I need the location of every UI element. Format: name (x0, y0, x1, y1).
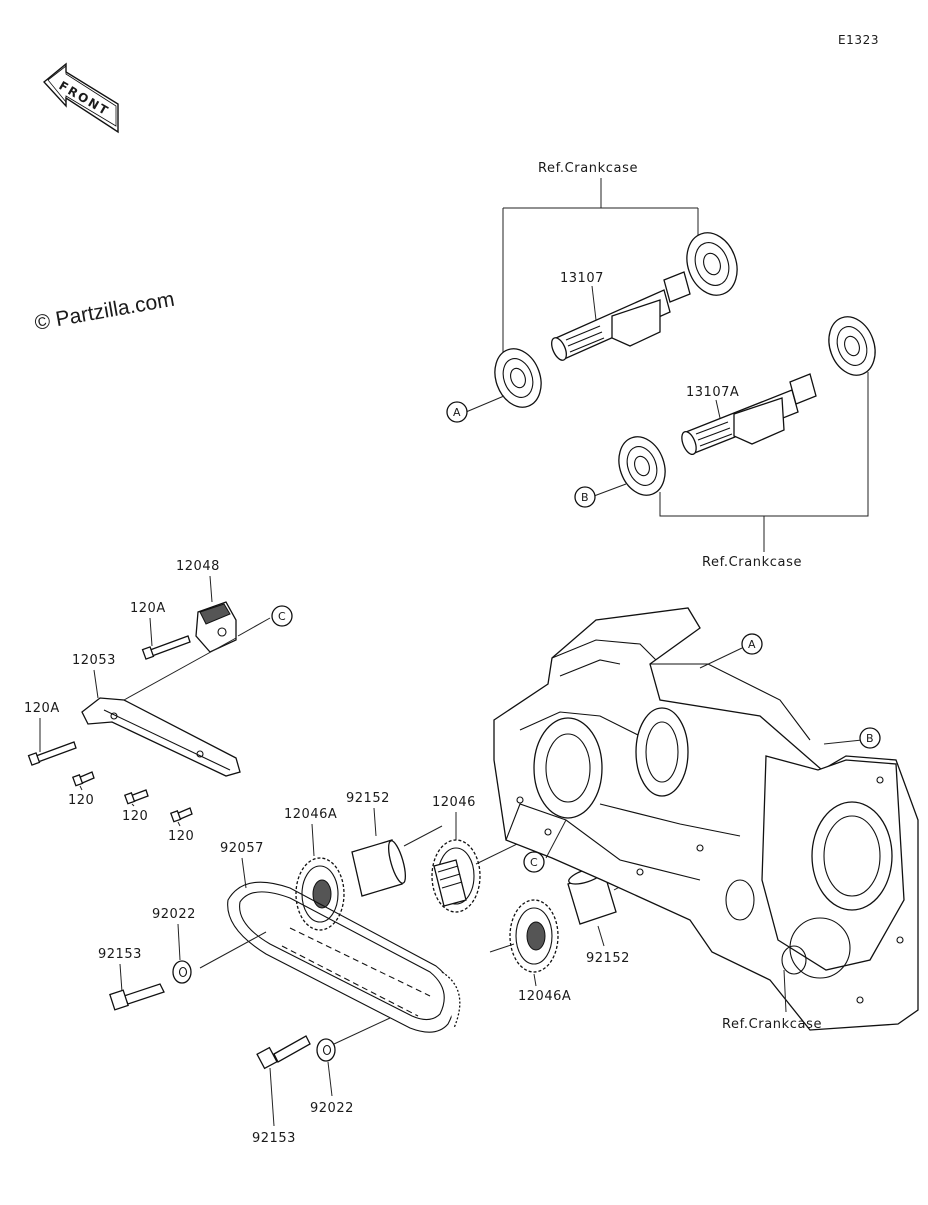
label-120-b: 120 (122, 809, 148, 824)
bolt-120-c (169, 807, 193, 823)
label-12046a-bottom: 12046A (518, 989, 571, 1004)
circle-marker-b-lower: B (859, 727, 881, 749)
label-92152-top: 92152 (346, 791, 390, 806)
label-120-a: 120 (68, 793, 94, 808)
sprocket-12046a-top (295, 857, 345, 931)
label-13107a: 13107A (686, 385, 739, 400)
chain-guide-12053 (81, 697, 241, 777)
circle-a-lower-text: A (748, 638, 756, 651)
bearing-b (618, 436, 666, 496)
ref-crankcase-bottom: Ref.Crankcase (722, 1017, 822, 1032)
balancer-shaft-13107a (681, 373, 817, 456)
cam-chain-92057 (227, 881, 461, 1033)
label-92022-bottom: 92022 (310, 1101, 354, 1116)
diagram-code: E1323 (838, 33, 879, 47)
circle-marker-c-upper: C (271, 605, 293, 627)
bearing-far-right (828, 316, 876, 376)
label-120a-left: 120A (24, 701, 60, 716)
label-12046a-top: 12046A (284, 807, 337, 822)
label-92057: 92057 (220, 841, 264, 856)
label-120a-top: 120A (130, 601, 166, 616)
crankcase-assembly (493, 607, 919, 1031)
circle-marker-a-upper: A (446, 401, 468, 423)
washer-92022-bottom (316, 1038, 336, 1062)
label-92152-bottom: 92152 (586, 951, 630, 966)
bearing-a (494, 348, 542, 408)
label-120-c: 120 (168, 829, 194, 844)
circle-marker-a-lower: A (741, 633, 763, 655)
bolt-92153-bottom (256, 1035, 311, 1070)
label-92022-left: 92022 (152, 907, 196, 922)
circle-c-lower-text: C (530, 856, 538, 869)
circle-a-text: A (453, 406, 461, 419)
bolt-120-b (123, 789, 149, 805)
label-92153-left: 92153 (98, 947, 142, 962)
circle-b-lower-text: B (866, 732, 874, 745)
bolt-120a-top (141, 635, 191, 660)
circle-marker-c-lower: C (523, 851, 545, 873)
label-12046: 12046 (432, 795, 476, 810)
collar-92152-top (351, 839, 407, 897)
bolt-120a-left (27, 741, 77, 766)
front-arrow-icon: FRONT (42, 62, 119, 134)
label-13107: 13107 (560, 271, 604, 286)
circle-c-text: C (278, 610, 286, 623)
bearing-upper-right (686, 232, 738, 296)
circle-marker-b-upper: B (574, 486, 596, 508)
ref-bracket-middle (659, 372, 869, 552)
label-92153-bottom: 92153 (252, 1131, 296, 1146)
sprocket-12046 (431, 839, 481, 913)
bolt-92153-left (109, 983, 165, 1011)
watermark: © Partzilla.com (33, 288, 176, 335)
label-12048: 12048 (176, 559, 220, 574)
balancer-shaft-13107 (551, 271, 691, 361)
washer-92022-left (172, 960, 192, 984)
ref-crankcase-middle: Ref.Crankcase (702, 555, 802, 570)
ref-crankcase-top: Ref.Crankcase (538, 161, 638, 176)
circle-b-text: B (581, 491, 589, 504)
sprocket-12046a-bottom (509, 899, 559, 973)
tensioner-12048 (195, 601, 237, 653)
label-12053: 12053 (72, 653, 116, 668)
bolt-120-a (71, 771, 95, 787)
ref-bracket-top (502, 178, 699, 352)
